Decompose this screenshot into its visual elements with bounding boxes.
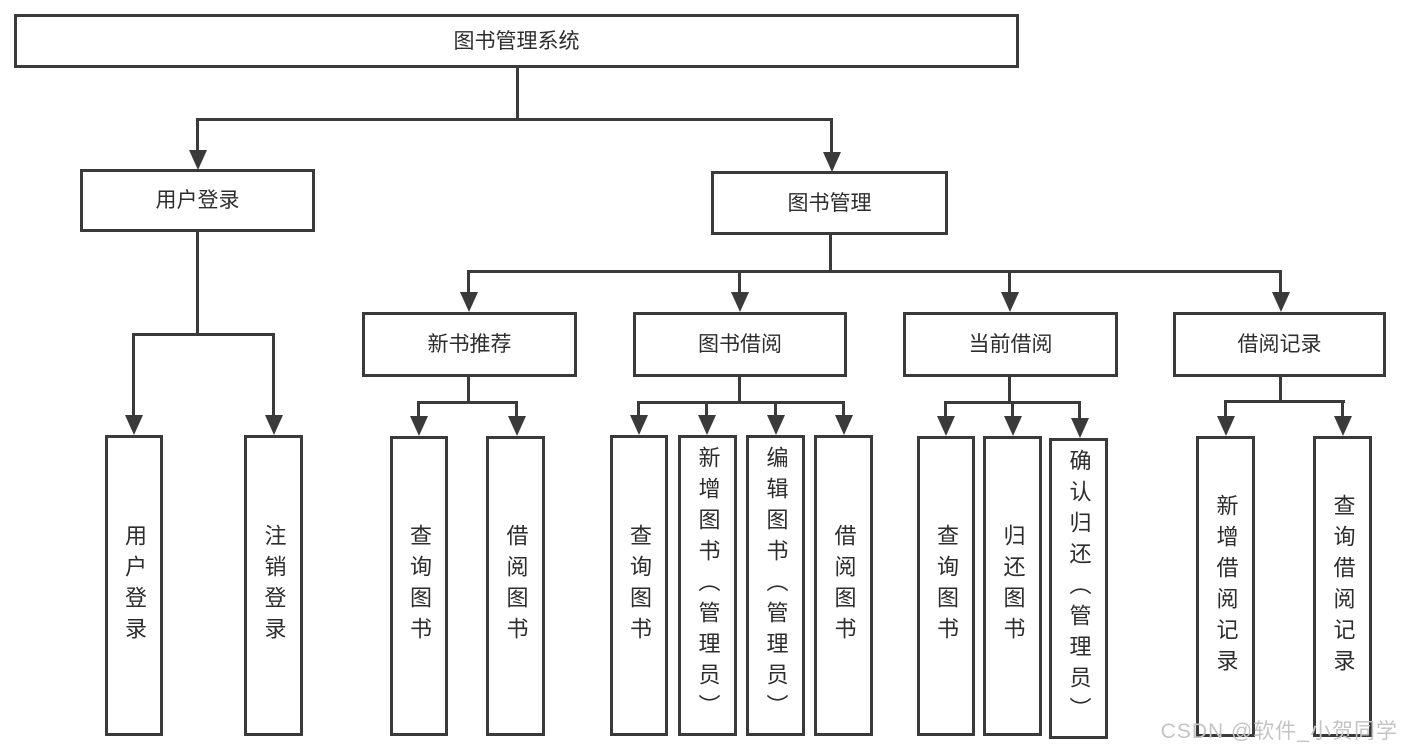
connector-arrow [265,415,283,435]
leaf-user-login: 用户登录 [105,435,163,736]
node-current-borrowing: 当前借阅 [903,312,1118,377]
leaf-return-books: 归还图书 [983,436,1042,736]
connector-line [132,333,135,417]
connector-line [738,270,741,296]
node-current-borrowing-label: 当前借阅 [968,333,1053,356]
connector-line [830,118,833,154]
leaf-borrow-books-label: 借阅图书 [831,523,857,648]
leaf-query-borrow-record-label: 查询借阅记录 [1330,493,1356,680]
connector-arrow [698,415,716,435]
connector-arrow [508,416,526,436]
connector-arrow [189,150,207,170]
leaf-user-login-label: 用户登录 [122,523,147,648]
connector-arrow [767,415,785,435]
connector-arrow [1004,416,1022,436]
node-root: 图书管理系统 [14,14,1019,68]
node-user-login: 用户登录 [80,169,315,232]
leaf-borrow-books-recommend-label: 借阅图书 [503,524,529,648]
leaf-query-borrow-record: 查询借阅记录 [1313,436,1372,737]
connector-line [637,401,640,417]
connector-arrow [937,416,955,436]
connector-line [467,376,470,404]
connector-line [516,67,519,121]
leaf-confirm-return-admin: 确认归还（管理员） [1049,438,1108,739]
connector-line [196,231,199,336]
connector-line [1224,400,1227,417]
connector-line [417,401,518,404]
node-borrowing-records-label: 借阅记录 [1237,333,1322,356]
leaf-add-borrow-record-label: 新增借阅记录 [1213,493,1239,680]
leaf-confirm-return-admin-label: 确认归还（管理员） [1066,449,1092,728]
leaf-add-books-admin-label: 新增图书（管理员） [695,446,721,725]
connector-line [829,234,832,272]
connector-line [467,270,470,296]
node-root-label: 图书管理系统 [453,29,580,53]
connector-line [1341,400,1344,417]
connector-line [1008,270,1011,296]
leaf-add-borrow-record: 新增借阅记录 [1196,436,1255,737]
connector-arrow [125,415,143,435]
connector-line [738,376,741,404]
leaf-add-books-admin: 新增图书（管理员） [678,435,737,736]
node-new-book-recommend-label: 新书推荐 [427,333,512,356]
connector-line [944,401,947,417]
connector-arrow [835,415,853,435]
connector-arrow [1071,418,1089,438]
node-book-management-label: 图书管理 [787,191,872,215]
connector-line [774,401,777,417]
node-book-management: 图书管理 [711,171,948,235]
connector-arrow [731,292,749,312]
leaf-logout: 注销登录 [244,435,303,736]
leaf-edit-books-admin-label: 编辑图书（管理员） [763,446,789,725]
connector-arrow [410,416,428,436]
connector-line [196,118,833,121]
leaf-borrow-books-recommend: 借阅图书 [486,436,545,736]
connector-line [1279,270,1282,296]
connector-line [1011,401,1014,417]
connector-line [637,401,845,404]
connector-line [705,401,708,417]
connector-line [1008,376,1011,404]
connector-line [1078,401,1081,419]
leaf-query-books-borrowing-label: 查询图书 [627,523,652,648]
node-book-borrowing-label: 图书借阅 [698,333,782,356]
connector-arrow [1334,416,1352,436]
connector-arrow [460,292,478,312]
leaf-query-books-current: 查询图书 [917,436,975,736]
leaf-logout-label: 注销登录 [261,523,287,648]
connector-line [1279,376,1282,403]
leaf-return-books-label: 归还图书 [1000,524,1026,648]
connector-arrow [630,415,648,435]
connector-line [272,333,275,417]
node-user-login-label: 用户登录 [155,189,240,212]
connector-line [467,270,1282,273]
node-borrowing-records: 借阅记录 [1173,312,1386,377]
connector-line [417,401,420,417]
watermark: CSDN @软件_小贺同学 [1160,720,1398,743]
connector-line [196,118,199,152]
connector-arrow [823,152,841,172]
node-book-borrowing: 图书借阅 [633,312,847,377]
leaf-query-books-recommend-label: 查询图书 [407,524,432,648]
leaf-borrow-books: 借阅图书 [814,435,873,736]
leaf-query-books-recommend: 查询图书 [390,436,448,736]
connector-line [842,401,845,417]
connector-arrow [1272,292,1290,312]
leaf-query-books-borrowing: 查询图书 [610,435,668,736]
connector-line [132,333,275,336]
leaf-query-books-current-label: 查询图书 [934,524,959,648]
node-new-book-recommend: 新书推荐 [362,312,577,377]
leaf-edit-books-admin: 编辑图书（管理员） [746,435,805,736]
connector-line [515,401,518,417]
connector-line [1224,400,1345,403]
connector-arrow [1217,416,1235,436]
connector-arrow [1001,292,1019,312]
